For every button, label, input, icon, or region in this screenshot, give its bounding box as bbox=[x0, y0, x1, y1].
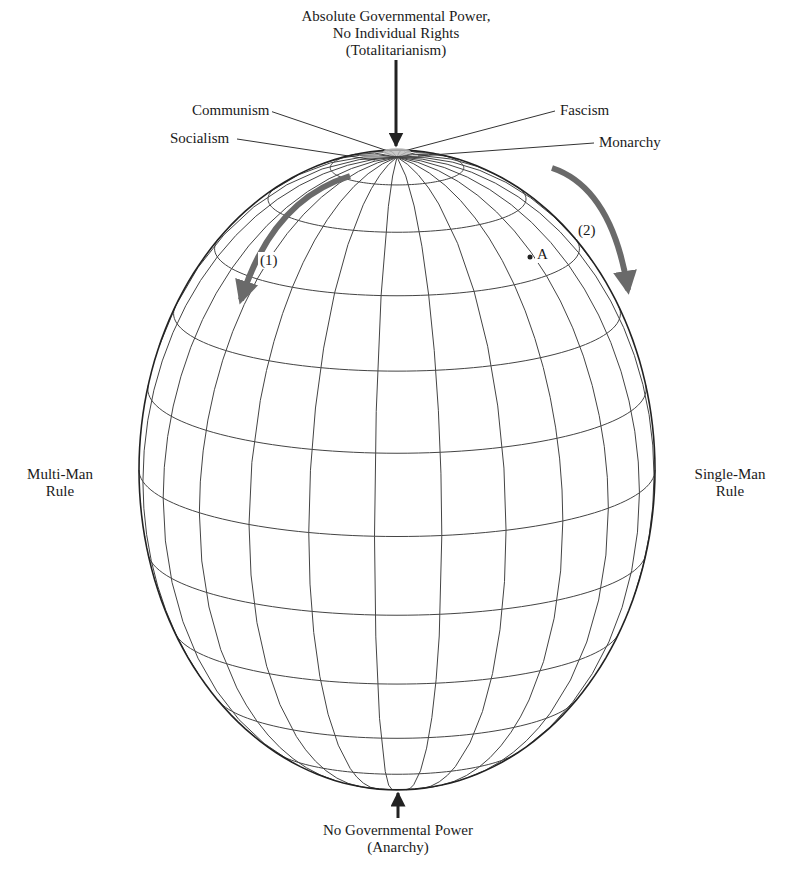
leader-line bbox=[404, 111, 555, 151]
globe-outline bbox=[139, 150, 655, 790]
graticule bbox=[139, 150, 655, 790]
leader-line bbox=[418, 143, 594, 156]
curved-arrow bbox=[552, 168, 628, 290]
top-arrow bbox=[395, 60, 398, 146]
pole-label: Absolute Governmental Power, No Individu… bbox=[294, 8, 498, 59]
system-label: Communism bbox=[190, 102, 272, 119]
leader-line bbox=[270, 111, 388, 151]
pole-shading bbox=[383, 148, 411, 156]
point-dot bbox=[528, 255, 533, 260]
system-label: Fascism bbox=[558, 102, 611, 119]
point-label: A bbox=[535, 246, 550, 263]
bottom-arrow bbox=[397, 793, 400, 818]
axis-label: Multi-Man Rule bbox=[21, 466, 99, 500]
callout-number: (2) bbox=[576, 222, 598, 239]
axis-label: Single-Man Rule bbox=[688, 466, 772, 500]
globe bbox=[139, 150, 655, 790]
pole-label: No Governmental Power (Anarchy) bbox=[301, 822, 495, 856]
system-label: Monarchy bbox=[597, 134, 663, 151]
curved-arrow bbox=[241, 176, 350, 300]
leader-line bbox=[237, 139, 375, 160]
callout-number: (1) bbox=[258, 252, 280, 269]
system-label: Socialism bbox=[168, 130, 231, 147]
